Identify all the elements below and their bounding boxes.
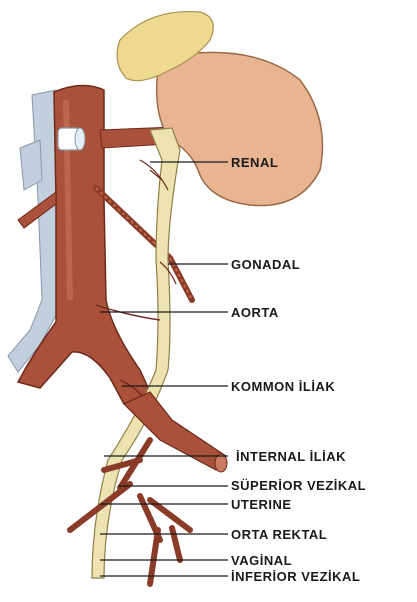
label-kommon-iliak: KOMMON İLİAK — [231, 380, 335, 393]
label-internal-iliak: İNTERNAL İLİAK — [236, 450, 346, 463]
label-uterine: UTERINE — [231, 498, 292, 511]
label-orta-rektal: ORTA REKTAL — [231, 528, 327, 541]
pelvic-branches — [70, 440, 190, 584]
gonadal-artery — [96, 188, 192, 300]
label-superior-vezikal: SÜPERİOR VEZİKAL — [231, 479, 366, 492]
label-renal: RENAL — [231, 156, 278, 169]
label-aorta: AORTA — [231, 306, 279, 319]
label-vaginal: VAGİNAL — [231, 554, 292, 567]
kidney — [157, 52, 323, 205]
label-gonadal: GONADAL — [231, 258, 300, 271]
label-inferior-vezikal: İNFERİOR VEZİKAL — [231, 570, 360, 583]
